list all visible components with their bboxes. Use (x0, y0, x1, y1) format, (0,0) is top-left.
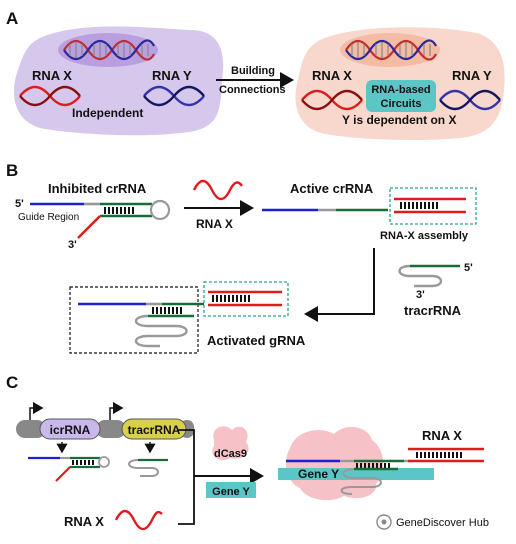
inhibited-crrna-structure (30, 199, 171, 239)
rna-y-helix-left (143, 85, 205, 107)
rna-x-arrow-label: RNA X (196, 217, 233, 231)
left-rna-y-label: RNA Y (152, 68, 192, 83)
assembly-arrow (304, 248, 375, 322)
nucleus-left (58, 33, 158, 67)
dna-helix-left (63, 39, 155, 61)
right-rna-y-label: RNA Y (452, 68, 492, 83)
circuit-label-line2: Circuits (381, 98, 422, 110)
arrow-label-line2: Connections (219, 84, 286, 96)
dna-helix-right (345, 39, 437, 61)
right-rna-x-label: RNA X (312, 68, 352, 83)
dcas9-label: dCas9 (214, 448, 247, 460)
active-crrna-structure (262, 187, 477, 225)
watermark-text: GeneDiscover Hub (396, 517, 489, 529)
rna-x-label-c: RNA X (64, 514, 104, 529)
icrrna-box (39, 418, 101, 440)
tracrrna-box (121, 418, 187, 440)
panel-b-label: B (6, 161, 18, 180)
tracr-three-prime: 3' (416, 289, 425, 301)
promoter-arrow-1 (29, 402, 44, 422)
small-tracrrna (128, 458, 168, 477)
right-caption: Y is dependent on X (342, 113, 456, 127)
rna-x-assembly-box (389, 187, 477, 225)
icrrna-label: icrRNA (50, 423, 91, 437)
watermark: GeneDiscover Hub (376, 514, 489, 530)
panel-a-label: A (6, 9, 18, 28)
tracr-five-prime: 5' (464, 262, 473, 274)
watermark-logo-icon (376, 514, 392, 530)
gene-y-box (206, 482, 256, 498)
rna-x-assembly-label: RNA-X assembly (380, 230, 469, 242)
small-inhibited-crrna (28, 456, 110, 482)
gene-y-box-label: Gene Y (212, 486, 250, 498)
promoter-arrow-2 (109, 402, 124, 422)
rna-x-wave-b (192, 179, 243, 201)
tracrrna-structure (398, 264, 460, 288)
bound-grna-complex (286, 459, 410, 495)
activated-grna-label: Activated gRNA (207, 333, 306, 348)
tracrrna-label: tracrRNA (404, 303, 462, 318)
arrow-label-line1: Building (231, 65, 275, 77)
rna-x-right-label: RNA X (422, 428, 462, 443)
rna-x-duplex-right (408, 447, 484, 463)
three-prime-label: 3' (68, 239, 77, 251)
panel-c-label: C (6, 373, 18, 392)
activated-grna-structure (78, 290, 282, 348)
tracrrna-gene-label: tracrRNA (128, 423, 181, 437)
rna-x-helix-left (19, 85, 81, 107)
rna-y-helix-right (439, 89, 501, 111)
dcas9-blob (212, 426, 249, 461)
rna-x-helix-right (301, 89, 363, 111)
circuit-label-line1: RNA-based (371, 84, 430, 96)
activated-grna-box (69, 286, 199, 354)
rna-x-wave-c (114, 509, 163, 531)
left-caption: Independent (72, 106, 143, 120)
rna-circuits-box (366, 80, 436, 112)
activated-rna-x-box (203, 281, 289, 317)
nucleus-right (340, 33, 440, 67)
gene-y-bound-label: Gene Y (298, 467, 339, 481)
gene-y-target-dna (278, 468, 434, 480)
active-crrna-title: Active crRNA (290, 181, 374, 196)
inhibited-crrna-title: Inhibited crRNA (48, 181, 147, 196)
five-prime-label: 5' (15, 198, 24, 210)
guide-region-label: Guide Region (18, 212, 79, 223)
dcas9-bound-blob (285, 426, 384, 501)
left-rna-x-label: RNA X (32, 68, 72, 83)
bracket (178, 429, 195, 525)
